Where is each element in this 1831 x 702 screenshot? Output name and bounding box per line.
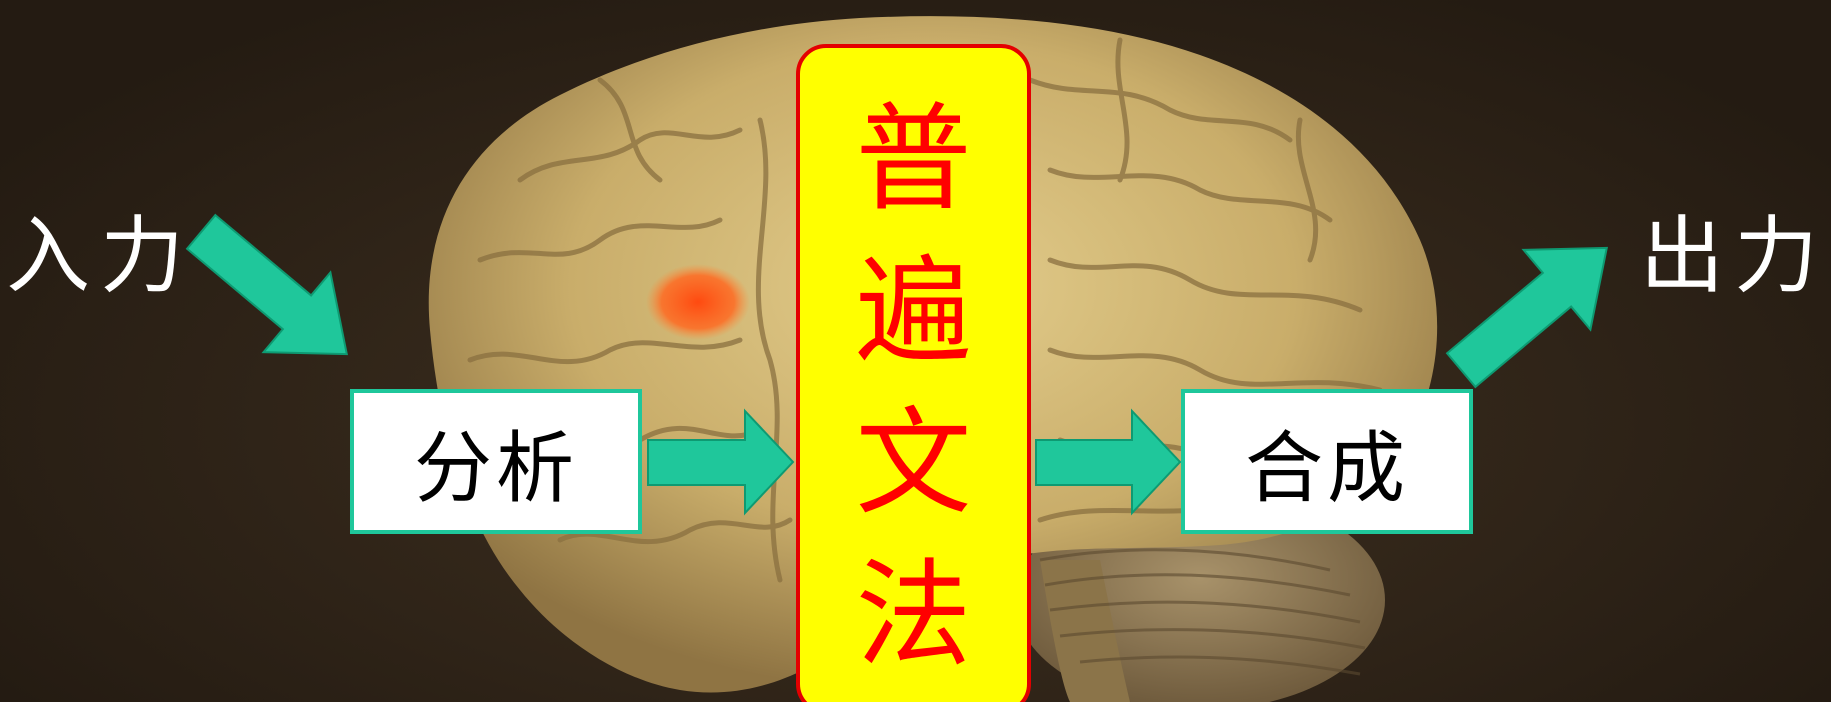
universal-grammar-box: 普 遍 文 法	[796, 44, 1031, 702]
brain-folds	[467, 37, 1383, 583]
synthesis-label: 合成	[1244, 423, 1409, 514]
output-arrow	[1445, 246, 1609, 389]
output-label: 出力	[1640, 207, 1829, 305]
highlight-spot	[646, 264, 750, 340]
analysis-to-grammar-arrow	[647, 408, 795, 516]
universal-grammar-char: 法	[855, 548, 972, 683]
analysis-label: 分析	[413, 423, 578, 514]
grammar-to-synthesis-arrow	[1035, 408, 1182, 516]
synthesis-box: 合成	[1181, 389, 1473, 534]
universal-grammar-char: 普	[855, 92, 972, 227]
analysis-box: 分析	[350, 389, 642, 534]
input-label: 入力	[6, 207, 195, 305]
cerebellum-stripes	[1039, 548, 1366, 676]
input-arrow	[185, 213, 349, 356]
universal-grammar-char: 文	[855, 396, 972, 531]
brainstem-shape	[1040, 560, 1130, 702]
universal-grammar-char: 遍	[855, 244, 972, 379]
